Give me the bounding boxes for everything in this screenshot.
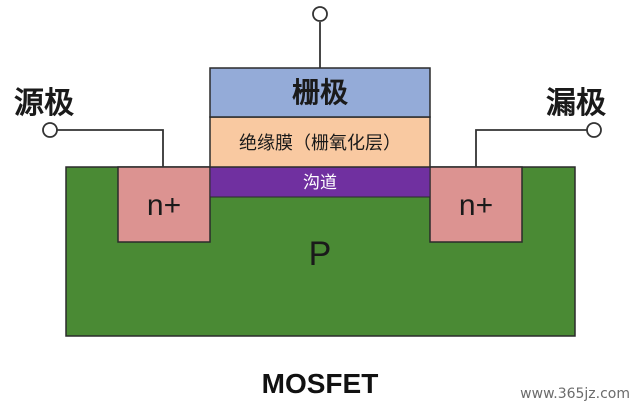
watermark: www.365jz.com	[520, 386, 630, 402]
drain-label: 漏极	[546, 86, 606, 121]
insulator-layer	[209, 116, 431, 168]
n-plus-left-region	[117, 166, 211, 243]
terminal-wires	[57, 22, 587, 167]
source-terminal	[42, 122, 58, 138]
source-wire	[57, 129, 164, 167]
channel-layer	[209, 166, 431, 198]
channel-label: 沟道	[303, 173, 337, 193]
n-plus-right-label: n+	[459, 189, 493, 222]
gate-electrode	[209, 67, 431, 118]
diagram-title: MOSFET	[262, 368, 379, 399]
gate-label: 栅极	[292, 76, 348, 109]
insulator-label: 绝缘膜（栅氧化层）	[239, 133, 401, 154]
n-plus-left-label: n+	[147, 189, 181, 222]
drain-terminal	[586, 122, 602, 138]
gate-terminal	[312, 6, 328, 22]
source-label: 源极	[14, 86, 74, 121]
drain-wire	[475, 129, 587, 167]
substrate-label: P	[309, 235, 332, 273]
